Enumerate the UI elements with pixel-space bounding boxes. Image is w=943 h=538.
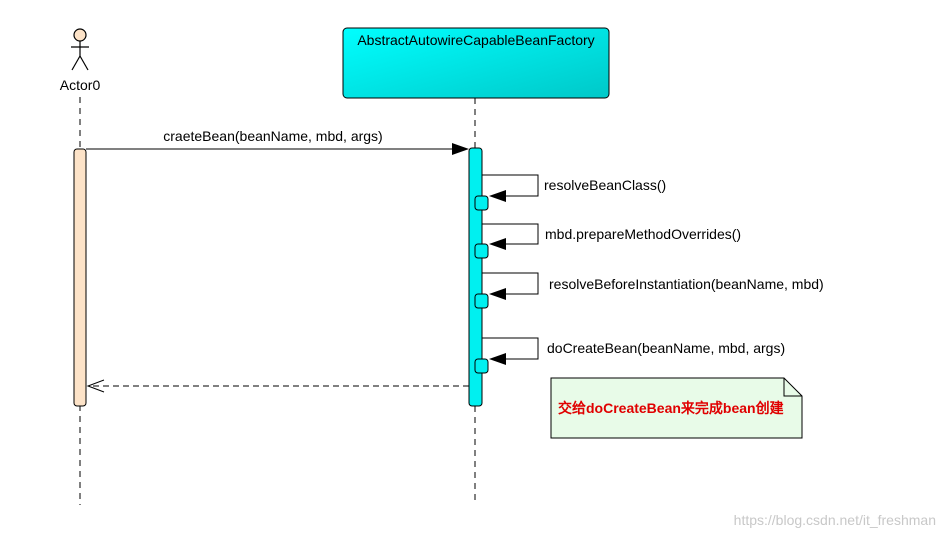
actor-figure: [71, 28, 89, 71]
lifeline-header-label: AbstractAutowireCapableBeanFactory: [357, 32, 594, 48]
create-message-label: craeteBean(beanName, mbd, args): [163, 128, 382, 144]
create-message: [86, 143, 469, 155]
watermark: https://blog.csdn.net/it_freshman: [734, 512, 936, 528]
self-call-1-label: resolveBeanClass(): [544, 177, 666, 193]
actor-activation-bar: [73, 148, 87, 407]
self-call-4-label: doCreateBean(beanName, mbd, args): [547, 340, 785, 356]
object-activation-bar: [468, 147, 483, 407]
self-call-2-label: mbd.prepareMethodOverrides(): [545, 226, 741, 242]
self-call-2: [474, 223, 539, 259]
self-call-1: [474, 174, 539, 211]
actor-label: Actor0: [60, 77, 101, 93]
self-call-3: [474, 272, 539, 309]
note-text: 交给doCreateBean来完成bean创建: [558, 400, 784, 416]
return-message: [86, 379, 469, 393]
self-call-3-label: resolveBeforeInstantiation(beanName, mbd…: [549, 276, 824, 292]
lifeline-header-box: [342, 27, 610, 99]
note: [550, 377, 803, 439]
self-call-4: [474, 337, 539, 374]
